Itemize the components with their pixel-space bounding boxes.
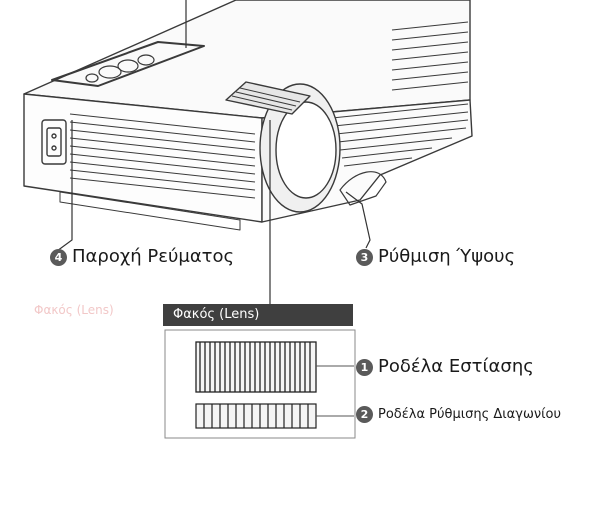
callout-number-badge: 4	[50, 248, 67, 266]
height-adjust-label: 3 Ρύθμιση Ύψους	[356, 246, 515, 267]
keystone-ring-text: Ροδέλα Ρύθμισης Διαγωνίου	[378, 407, 561, 422]
callout-number-badge: 2	[356, 406, 373, 423]
lens-glass	[275, 101, 337, 199]
focus-ring-label: 1 Ροδέλα Εστίασης	[356, 356, 534, 377]
callout-number-badge: 1	[356, 358, 373, 376]
power-supply-text: Παροχή Ρεύματος	[72, 246, 235, 267]
control-buttons	[85, 54, 155, 83]
height-adjust-text: Ρύθμιση Ύψους	[378, 246, 516, 267]
control-panel	[51, 41, 205, 87]
faint-lens-text: Φακός (Lens)	[34, 303, 114, 317]
keystone-ring	[195, 403, 317, 429]
power-socket	[41, 119, 67, 165]
keystone-ring-label: 2 Ροδέλα Ρύθμισης Διαγωνίου	[356, 406, 561, 423]
focus-ring	[195, 341, 317, 393]
power-supply-label: 4 Παροχή Ρεύματος	[50, 246, 234, 267]
callout-number-badge: 3	[356, 248, 373, 266]
lens-panel-header: Φακός (Lens)	[163, 304, 353, 326]
focus-ring-text: Ροδέλα Εστίασης	[378, 356, 534, 377]
